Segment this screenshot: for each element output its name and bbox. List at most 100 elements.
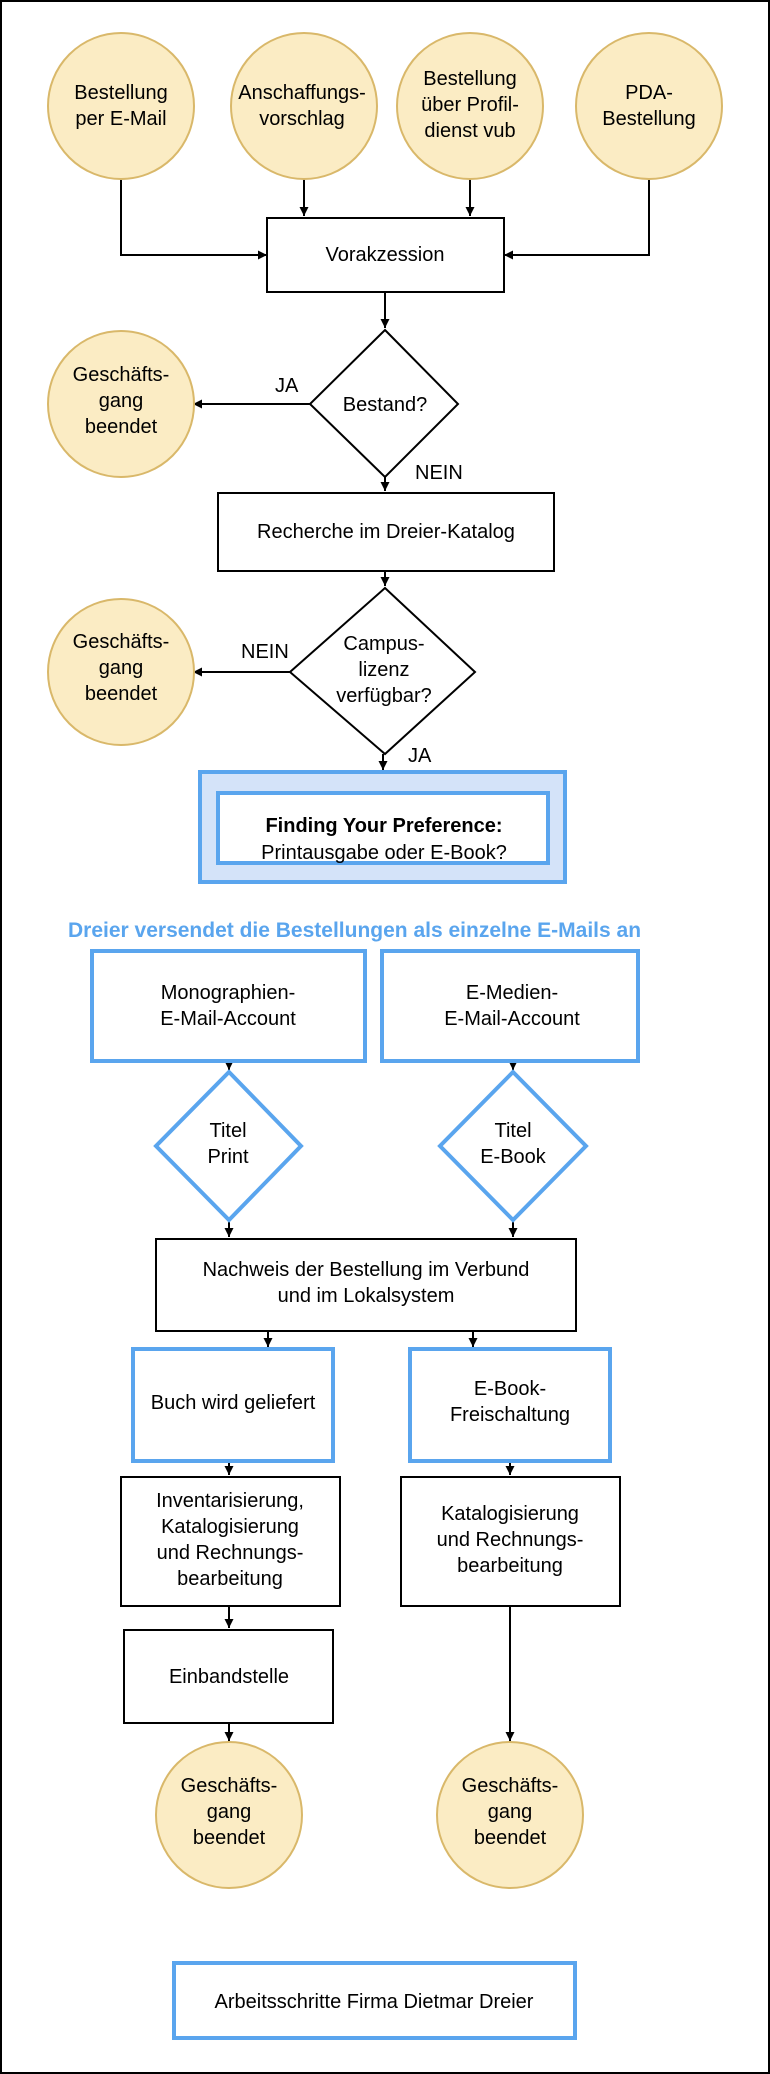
node-line: Geschäfts- bbox=[73, 631, 170, 653]
node-line: Geschäfts- bbox=[73, 364, 170, 386]
node-line: beendet bbox=[474, 1827, 547, 1849]
node-line: und Rechnungs- bbox=[157, 1542, 304, 1564]
node-line: Einbandstelle bbox=[169, 1666, 289, 1688]
emedien-account-box: E-Medien- E-Mail-Account bbox=[380, 949, 640, 1063]
buch-geliefert-box: Buch wird geliefert bbox=[131, 1347, 335, 1463]
end-circle-3: Geschäfts-gang beendet bbox=[155, 1741, 303, 1889]
node-line: Titel bbox=[209, 1120, 246, 1142]
edge-label-campus-nein: NEIN bbox=[241, 641, 289, 663]
preference-subtitle: Printausgabe oder E-Book? bbox=[261, 842, 507, 864]
katalogisierung-box: Katalogisierung und Rechnungs-bearbeitung bbox=[400, 1476, 621, 1607]
dreier-banner-text: Dreier versendet die Bestellungen als ei… bbox=[68, 919, 641, 942]
node-line: Bestellung bbox=[602, 108, 695, 130]
node-line: per E-Mail bbox=[75, 108, 166, 130]
node-line: gang bbox=[99, 390, 144, 412]
edge-label-bestand-nein: NEIN bbox=[415, 462, 463, 484]
node-line: über Profil- bbox=[421, 94, 519, 116]
bestand-decision: Bestand? bbox=[308, 328, 460, 479]
node-line: E-Book- bbox=[474, 1378, 546, 1400]
node-line: beendet bbox=[193, 1827, 266, 1849]
start-email-circle: Bestellung per E-Mail bbox=[47, 32, 195, 180]
legend-text: Arbeitsschritte Firma Dietmar Dreier bbox=[215, 1991, 534, 2013]
legend-box: Arbeitsschritte Firma Dietmar Dreier bbox=[172, 1961, 577, 2040]
node-line: und im Lokalsystem bbox=[278, 1285, 455, 1307]
svg-text:PDA-Bestellung: PDA- Bestellung bbox=[602, 82, 695, 130]
node-line: Nachweis der Bestellung im Verbund bbox=[203, 1259, 530, 1281]
node-line: Bestellung bbox=[74, 82, 167, 104]
edge-label-bestand-ja: JA bbox=[275, 375, 299, 397]
nachweis-box: Nachweis der Bestellung im Verbund und im… bbox=[155, 1238, 577, 1332]
preference-title: Finding Your Preference: bbox=[265, 815, 502, 837]
node-line: Bestellung bbox=[423, 68, 516, 90]
node-line: Monographien- bbox=[161, 982, 296, 1004]
node-line: E-Medien- bbox=[466, 982, 558, 1004]
edge-label-campus-ja: JA bbox=[408, 745, 432, 767]
node-line: gang bbox=[488, 1801, 533, 1823]
recherche-box: Recherche im Dreier-Katalog bbox=[217, 492, 555, 572]
node-line: PDA- bbox=[625, 82, 673, 104]
node-line: verfügbar? bbox=[336, 685, 432, 707]
node-line: Freischaltung bbox=[450, 1404, 570, 1426]
node-line: Inventarisierung, bbox=[156, 1490, 304, 1512]
node-line: E-Mail-Account bbox=[160, 1008, 296, 1030]
ebook-freischaltung-box: E-Book- Freischaltung bbox=[408, 1347, 612, 1463]
node-line: Katalogisierung bbox=[441, 1503, 579, 1525]
node-line: Katalogisierung bbox=[161, 1516, 299, 1538]
end-circle-1: Geschäfts-gang beendet bbox=[47, 330, 195, 478]
node-line: Buch wird geliefert bbox=[151, 1392, 316, 1414]
node-line: und Rechnungs- bbox=[437, 1529, 584, 1551]
svg-text:Anschaffungs-vorschlag: Anschaffungs-vorschlag bbox=[238, 82, 366, 130]
preference-box: Finding Your Preference: Printausgabe od… bbox=[198, 770, 567, 884]
start-pda-circle: PDA- Bestellung bbox=[575, 32, 723, 180]
node-line: Campus- bbox=[343, 633, 424, 655]
svg-text:Monographien-E-Mail-Account: Monographien- E-Mail-Account bbox=[160, 982, 296, 1030]
svg-text:Nachweis der Bestellung im Ver: Nachweis der Bestellung im Verbund und im… bbox=[203, 1259, 530, 1307]
node-line: Vorakzession bbox=[326, 244, 445, 266]
node-line: bearbeitung bbox=[457, 1555, 563, 1577]
node-line: Recherche im Dreier-Katalog bbox=[257, 521, 515, 543]
node-line: E-Book bbox=[480, 1146, 547, 1168]
node-line: Anschaffungs- bbox=[238, 82, 366, 104]
edge-email-to-vorakzession bbox=[120, 180, 267, 260]
svg-text:E-Book-Freischaltung: E-Book- Freischaltung bbox=[450, 1378, 570, 1426]
node-line: vorschlag bbox=[259, 108, 345, 130]
end-circle-2: Geschäfts-gang beendet bbox=[47, 598, 195, 746]
node-line: gang bbox=[99, 657, 144, 679]
mono-account-box: Monographien- E-Mail-Account bbox=[90, 949, 367, 1063]
node-line: beendet bbox=[85, 416, 158, 438]
end-circle-4: Geschäfts-gang beendet bbox=[436, 1741, 584, 1889]
svg-text:E-Medien-E-Mail-Account: E-Medien- E-Mail-Account bbox=[444, 982, 580, 1030]
node-line: Geschäfts- bbox=[462, 1775, 559, 1797]
einbandstelle-box: Einbandstelle bbox=[123, 1629, 334, 1724]
inventarisierung-box: Inventarisierung, Katalogisierung und Rech… bbox=[120, 1476, 341, 1607]
node-line: Geschäfts- bbox=[181, 1775, 278, 1797]
node-line: Bestand? bbox=[343, 394, 428, 416]
node-line: gang bbox=[207, 1801, 252, 1823]
node-line: lizenz bbox=[358, 659, 409, 681]
node-line: beendet bbox=[85, 683, 158, 705]
svg-text:Inventarisierung,Katalogisieru: Inventarisierung, Katalogisierung und Rech… bbox=[156, 1490, 304, 1590]
node-line: bearbeitung bbox=[177, 1568, 283, 1590]
edge-pda-to-vorakzession bbox=[504, 180, 650, 260]
node-line: Print bbox=[207, 1146, 249, 1168]
start-anschaffung-circle: Anschaffungs-vorschlag bbox=[230, 32, 378, 180]
start-profildienst-circle: Bestellung über Profil-dienst vub bbox=[396, 32, 544, 180]
node-line: E-Mail-Account bbox=[444, 1008, 580, 1030]
node-line: Titel bbox=[494, 1120, 531, 1142]
campuslizenz-decision: Campus-lizenz verfügbar? bbox=[288, 586, 477, 756]
node-line: dienst vub bbox=[424, 120, 515, 142]
